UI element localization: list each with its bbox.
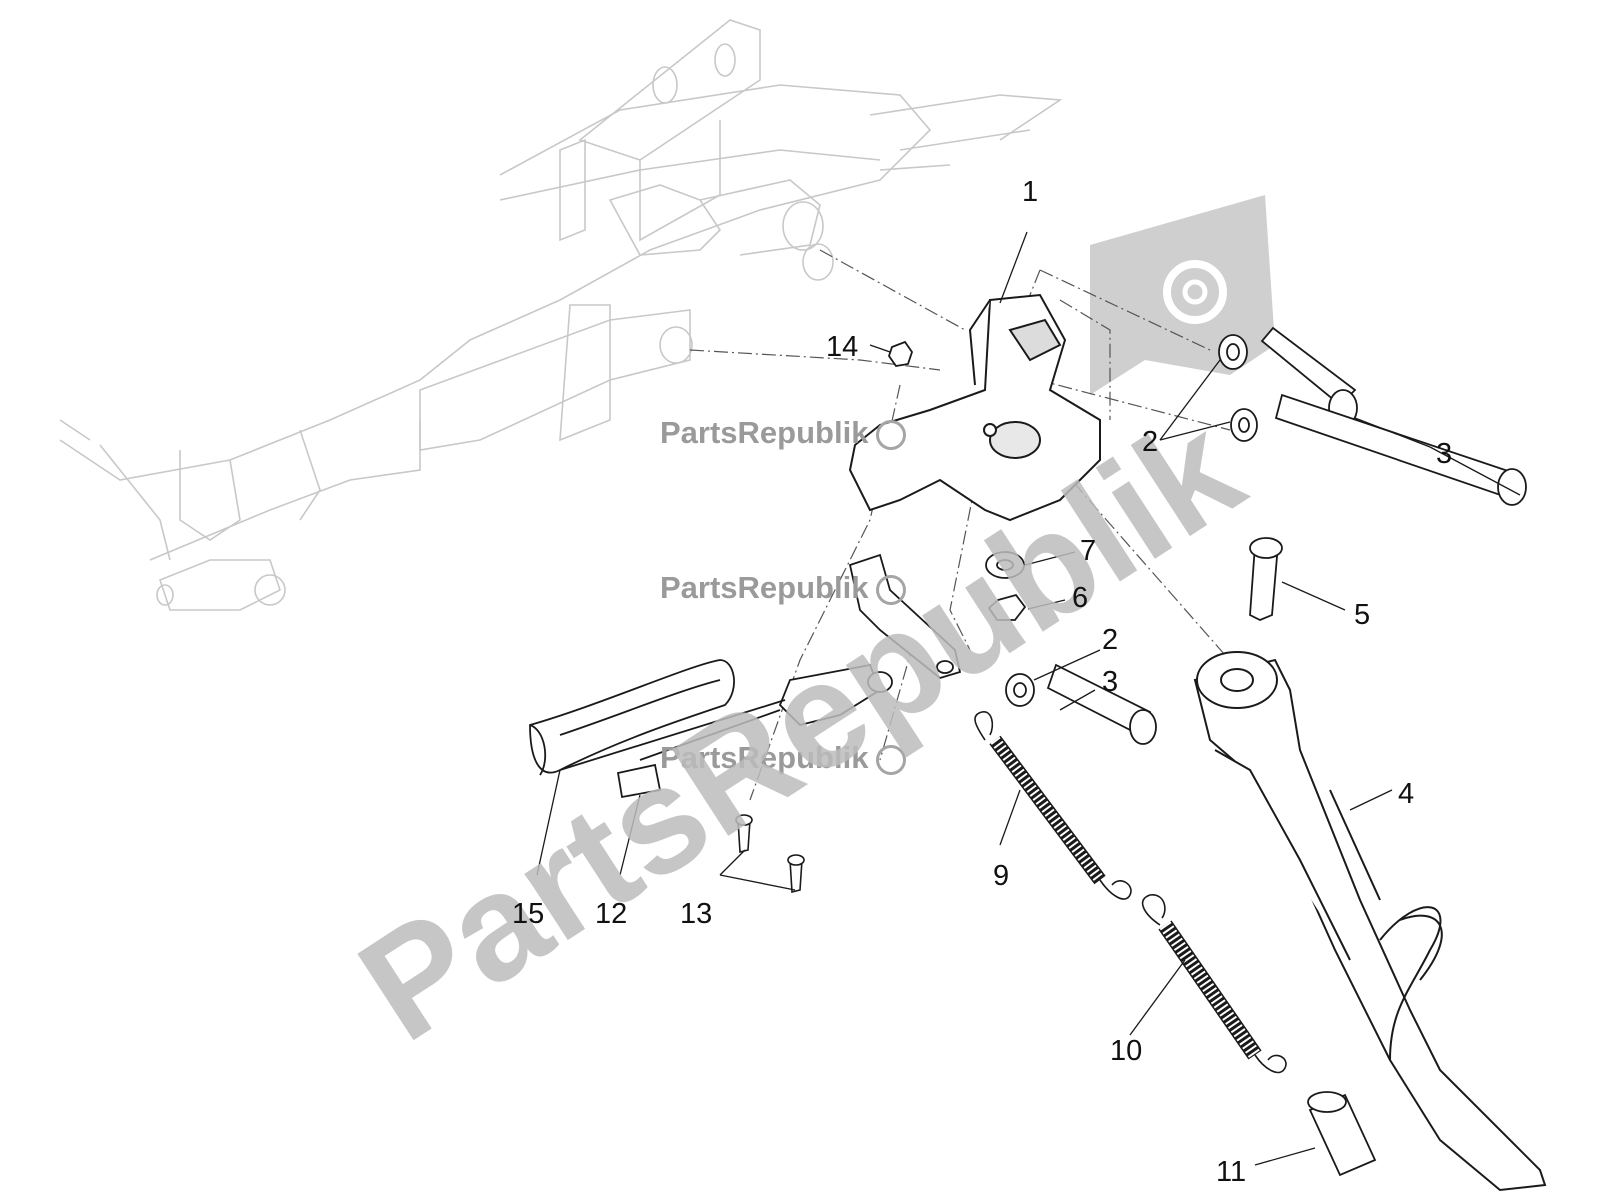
callout-3-lower: 3 [1102, 666, 1119, 698]
callout-15: 15 [512, 898, 545, 930]
part-4-side-stand [1193, 651, 1547, 1192]
callout-13: 13 [680, 898, 713, 930]
watermark-logo [1090, 195, 1275, 395]
watermark-text-3: PartsRepublik [660, 740, 907, 776]
washer-7-and-nut-6 [985, 551, 1027, 621]
part-11-rubber-sleeve [1307, 1091, 1377, 1177]
watermark-label: PartsRepublik [660, 570, 869, 605]
watermark-text-2: PartsRepublik [660, 570, 907, 606]
washers-and-bolts-upper [1218, 326, 1527, 506]
callout-4: 4 [1398, 778, 1415, 810]
callout-9: 9 [993, 860, 1010, 892]
callout-12: 12 [595, 898, 628, 930]
callout-5: 5 [1354, 599, 1371, 631]
callout-6: 6 [1072, 582, 1089, 614]
washer-and-bolt-lower [1005, 663, 1157, 745]
frame-outline [59, 19, 1063, 611]
spring-9 [974, 711, 1132, 900]
spring-10 [1141, 894, 1287, 1074]
part-15-cover [529, 659, 735, 776]
part-1-bracket [848, 293, 1101, 522]
watermark-gear-icon [1163, 260, 1227, 324]
part-5-shoulder-bolt [1249, 537, 1283, 621]
part-13-screws [735, 814, 805, 894]
leader-lines [536, 231, 1521, 1166]
part-12-switch [559, 553, 962, 799]
watermark-label: PartsRepublik [660, 415, 869, 450]
callout-2-lower: 2 [1102, 624, 1119, 656]
watermark-label: PartsRepublik [660, 740, 869, 775]
callout-7: 7 [1080, 535, 1097, 567]
callout-10: 10 [1110, 1035, 1143, 1067]
callout-11: 11 [1216, 1156, 1247, 1188]
gear-icon [876, 419, 907, 450]
watermark-text-1: PartsRepublik [660, 415, 907, 451]
gear-icon [876, 744, 907, 775]
callout-1: 1 [1022, 176, 1039, 208]
gear-icon [876, 574, 907, 605]
callout-3: 3 [1436, 438, 1453, 470]
callout-14: 14 [826, 331, 859, 363]
callout-2: 2 [1142, 426, 1159, 458]
part-14-nut [888, 340, 913, 367]
